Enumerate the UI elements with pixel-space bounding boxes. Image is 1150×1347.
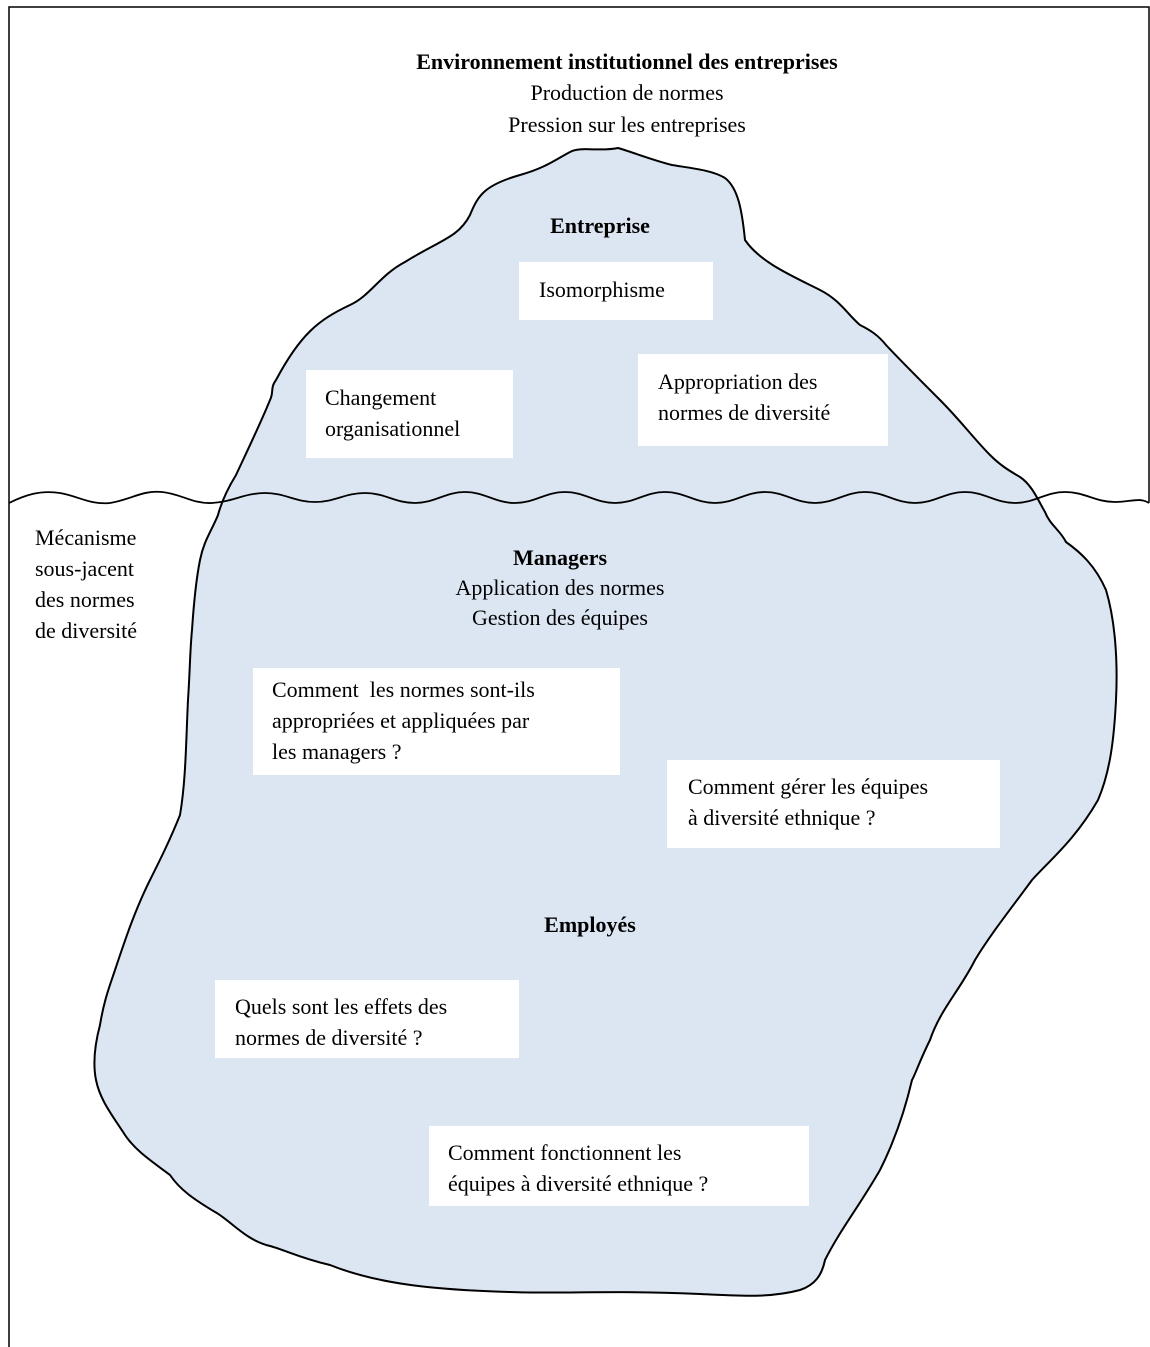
entreprise-title: Entreprise [550,213,650,238]
change-line-2: organisationnel [325,416,461,441]
isomorphism-box: Isomorphisme [519,262,713,320]
managers-title: Managers [512,545,608,570]
environment-line-1: Production de normes [530,80,724,105]
side-label-line-1: Mécanisme [35,525,137,550]
managers-question-2-line-2: à diversité ethnique ? [688,805,876,830]
side-label-line-2: sous-jacent [35,556,134,581]
managers-line-2: Gestion des équipes [472,605,648,630]
employes-question-1-line-1: Quels sont les effets des [235,994,448,1019]
appropriation-box: Appropriation des normes de diversité [638,354,888,446]
employes-question-2-box: Comment fonctionnent les équipes à diver… [429,1126,809,1206]
employes-question-1-line-2: normes de diversité ? [235,1025,423,1050]
managers-question-2-line-1: Comment gérer les équipes [688,774,929,799]
side-label-line-3: des normes [35,587,135,612]
managers-question-1-line-1: Comment les normes sont-ils [272,677,535,702]
managers-question-1-box: Comment les normes sont-ils appropriées … [253,668,620,775]
change-box: Changement organisationnel [306,370,513,458]
frame-border [8,6,1150,1347]
employes-question-2-line-1: Comment fonctionnent les [448,1140,682,1165]
change-line-1: Changement [325,385,437,410]
appropriation-line-1: Appropriation des [658,369,818,394]
employes-question-1-box: Quels sont les effets des normes de dive… [215,980,519,1058]
environment-line-2: Pression sur les entreprises [508,112,746,137]
appropriation-line-2: normes de diversité [658,400,831,425]
employes-question-2-line-2: équipes à diversité ethnique ? [448,1171,709,1196]
isomorphism-label: Isomorphisme [539,277,665,302]
environment-title: Environnement institutionnel des entrepr… [416,49,838,74]
managers-question-1-line-2: appropriées et appliquées par [272,708,530,733]
managers-question-1-line-3: les managers ? [272,739,402,764]
side-label-line-4: de diversité [35,618,138,643]
employes-title: Employés [544,912,636,937]
managers-line-1: Application des normes [455,575,665,600]
water-line [8,490,1150,505]
managers-question-2-box: Comment gérer les équipes à diversité et… [667,760,1000,848]
